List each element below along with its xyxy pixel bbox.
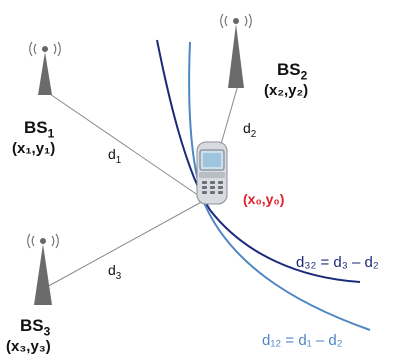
link-line-bs3: [44, 199, 206, 289]
bs1-name: BS1: [24, 118, 55, 141]
mobile-phone-icon: [196, 141, 228, 205]
bs3-coord: (x₃,y₃): [6, 338, 51, 355]
link-line-bs1: [46, 91, 206, 201]
distance-label-d3: d3: [108, 262, 122, 282]
hyperbola-d32-curve: [156, 39, 361, 283]
mobile-coord-label: (x₀,y₀): [243, 191, 285, 207]
distance-label-d2: d2: [243, 120, 257, 140]
bs2-name: BS2: [277, 60, 308, 83]
tower-icon-bs3: [27, 233, 59, 305]
distance-label-d1: d1: [108, 146, 122, 166]
bs2-coord: (x₂,y₂): [264, 82, 309, 99]
tower-icon-bs2: [220, 13, 252, 88]
equation-d32: d₃₂ = d₃ – d₂: [296, 254, 379, 271]
bs1-coord: (x₁,y₁): [12, 140, 56, 157]
tower-icon-bs1: [29, 41, 61, 95]
bs3-name: BS3: [20, 316, 51, 339]
hyperbola-d12-curve: [188, 41, 371, 331]
equation-d12: d₁₂ = d₁ – d₂: [262, 332, 343, 349]
